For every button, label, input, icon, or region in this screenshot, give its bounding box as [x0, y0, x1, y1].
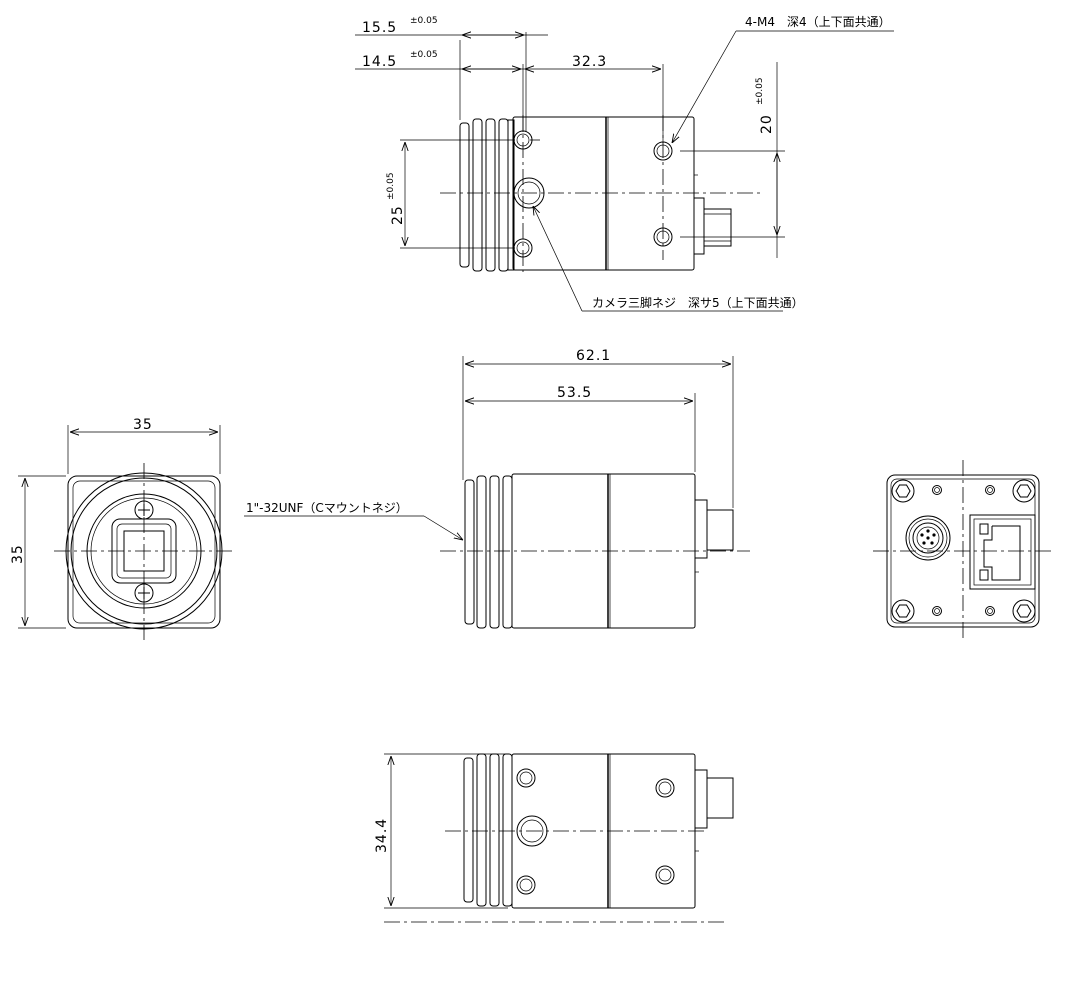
- dim-34-4: 34.4: [374, 818, 390, 853]
- dim-front-height: 35: [10, 544, 26, 564]
- bottom-view-connector-base: [694, 769, 708, 829]
- power-io-connector: [905, 515, 951, 561]
- dim-15-5: 15.5: [362, 20, 397, 36]
- bottom-view: 34.4: [374, 753, 734, 923]
- dim-53-5: 53.5: [557, 385, 592, 401]
- top-view-connector-base: [693, 197, 705, 255]
- note-c-mount: 1"-32UNF（Cマウントネジ）: [246, 501, 408, 515]
- rear-hex-screws: [891, 479, 1036, 623]
- side-view-connector-base: [694, 499, 708, 559]
- bottom-view-connector: [706, 777, 734, 819]
- top-view-holes: [513, 130, 673, 258]
- bottom-view-holes: [516, 768, 675, 895]
- rear-view: [873, 460, 1055, 642]
- top-view-body: [512, 116, 695, 271]
- note-m4-threads: 4-M4 深4（上下面共通）: [745, 15, 891, 29]
- dim-front-width: 35: [133, 417, 153, 433]
- rear-small-holes: [932, 485, 995, 616]
- ethernet-port: [969, 514, 1036, 590]
- dim-14-5-tolerance: ±0.05: [410, 50, 438, 60]
- dim-20: 20: [759, 114, 775, 134]
- front-view: 35 35: [10, 417, 234, 640]
- side-view: 62.1 53.5 1"-32UNF（Cマウントネジ）: [244, 348, 750, 629]
- top-view-connector: [703, 208, 732, 247]
- bottom-view-fins: [463, 753, 513, 907]
- dim-25-tolerance: ±0.05: [386, 172, 396, 200]
- top-view: 15.5 ±0.05 14.5 ±0.05 32.3 20 ±0.05 25 ±…: [355, 15, 894, 312]
- dim-25: 25: [390, 205, 406, 225]
- dim-14-5: 14.5: [362, 54, 397, 70]
- note-tripod-screw: カメラ三脚ネジ 深サ5（上下面共通）: [592, 295, 804, 310]
- top-view-fins: [459, 118, 515, 272]
- side-view-connector: [706, 509, 734, 551]
- dim-32-3: 32.3: [572, 54, 607, 70]
- dim-62-1: 62.1: [576, 348, 611, 364]
- dim-20-tolerance: ±0.05: [755, 77, 765, 105]
- side-view-fins: [464, 475, 513, 629]
- dim-15-5-tolerance: ±0.05: [410, 16, 438, 26]
